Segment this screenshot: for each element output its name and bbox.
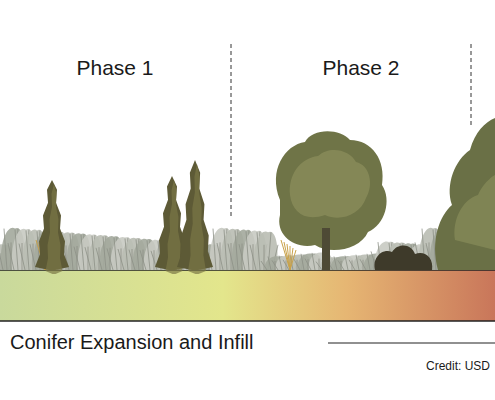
band-edge xyxy=(0,320,495,322)
phase-label: Phase 2 xyxy=(322,56,399,80)
timeline-line xyxy=(328,342,495,343)
sagebrush-layer xyxy=(0,228,476,270)
phase-divider xyxy=(231,44,232,218)
succession-band xyxy=(0,270,495,321)
credit-note: Credit: USD xyxy=(426,360,490,374)
phase-label: Phase 1 xyxy=(76,56,153,80)
conifer-group xyxy=(35,160,213,274)
dark-shrub xyxy=(374,245,432,270)
axis-caption: Conifer Expansion and Infill xyxy=(10,331,253,354)
juniper-tree xyxy=(276,131,387,270)
phase-divider xyxy=(471,44,472,125)
juniper-tree xyxy=(435,118,495,270)
